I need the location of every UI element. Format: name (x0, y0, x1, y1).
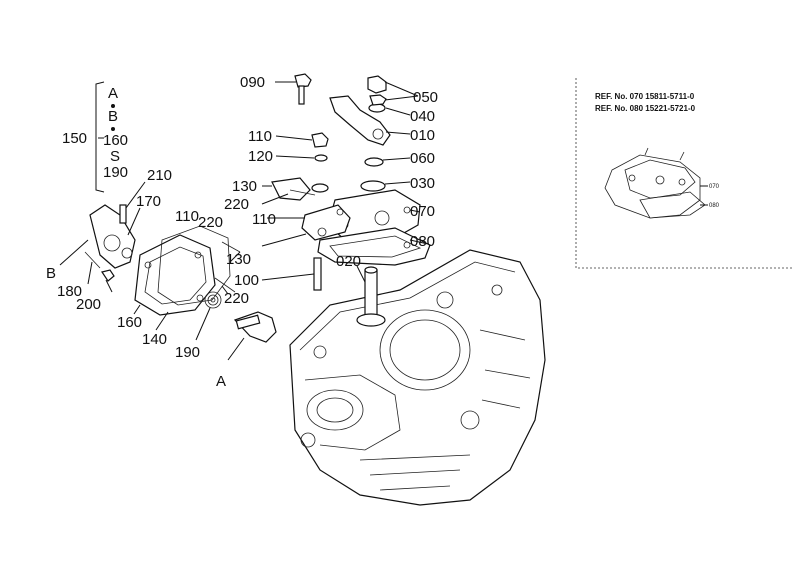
label-210: 210 (147, 167, 172, 184)
label-110-mid: 110 (252, 211, 276, 228)
washer-120 (314, 154, 328, 162)
pin-180 (84, 251, 101, 269)
label-220-low: 220 (224, 290, 249, 307)
link-plate (301, 204, 351, 241)
bracket-line-a: A (108, 85, 118, 102)
label-110-top: 110 (248, 128, 272, 145)
bracket-130-upper (271, 177, 316, 201)
bracket-line-160: 160 (103, 132, 128, 149)
stud-100 (313, 257, 322, 291)
leader-lines (59, 81, 429, 361)
nut-110-upper (311, 132, 329, 148)
label-090: 090 (240, 74, 265, 91)
label-040: 040 (410, 108, 435, 125)
bolt-200 (101, 269, 115, 282)
part-labels: 090 050 040 010 060 030 070 080 110 120 … (46, 74, 438, 390)
inset-thumbnail (604, 147, 708, 219)
label-080: 080 (410, 233, 435, 250)
label-ref-b: B (46, 265, 56, 282)
label-050: 050 (413, 89, 438, 106)
bracket-line-s: S (110, 148, 120, 165)
washer-030 (360, 180, 386, 192)
label-070: 070 (410, 203, 435, 220)
label-190: 190 (175, 344, 200, 361)
label-130-low: 130 (226, 251, 251, 268)
gasket-140 (157, 225, 231, 306)
label-180: 180 (57, 283, 82, 300)
bolt-090 (294, 73, 312, 105)
assembly-bracket: A B 160 S 190 (103, 85, 128, 181)
gasket-080 (317, 227, 431, 266)
label-160: 160 (117, 314, 142, 331)
bracket-line-190: 190 (103, 164, 128, 181)
lever-010 (329, 95, 391, 146)
label-060: 060 (410, 150, 435, 167)
inset-label-080: 080 (709, 203, 720, 209)
bolt-210 (119, 204, 127, 224)
reference-line-1: REF. No. 070 15811-5711-0 (595, 92, 695, 101)
shaft-a (233, 311, 277, 343)
inset-label-070: 070 (709, 184, 720, 190)
washer-center (311, 183, 329, 193)
label-140: 140 (142, 331, 167, 348)
label-110-left: 110 (175, 208, 199, 225)
reference-inset: REF. No. 070 15811-5711-0 REF. No. 080 1… (575, 78, 794, 269)
bolt-220-mid (221, 241, 241, 253)
label-220-top: 220 (224, 196, 249, 213)
label-120: 120 (248, 148, 273, 165)
label-030: 030 (410, 175, 435, 192)
spring-190 (204, 291, 222, 309)
label-200: 200 (76, 296, 101, 313)
reference-line-2: REF. No. 080 15221-5721-0 (595, 104, 696, 113)
bracket-line-b: B (108, 108, 118, 125)
label-220-mid: 220 (198, 214, 223, 231)
label-130-top: 130 (232, 178, 257, 195)
engine-block (289, 249, 546, 506)
label-020: 020 (336, 253, 361, 270)
label-150: 150 (62, 130, 87, 147)
label-ref-a: A (216, 373, 226, 390)
bolt-220-low (214, 277, 236, 293)
label-100: 100 (234, 272, 259, 289)
seal-060 (364, 157, 384, 167)
lever-170 (89, 204, 136, 269)
nut-050 (367, 75, 387, 106)
shaft-020 (356, 266, 386, 327)
label-170: 170 (136, 193, 161, 210)
label-010: 010 (410, 127, 435, 144)
